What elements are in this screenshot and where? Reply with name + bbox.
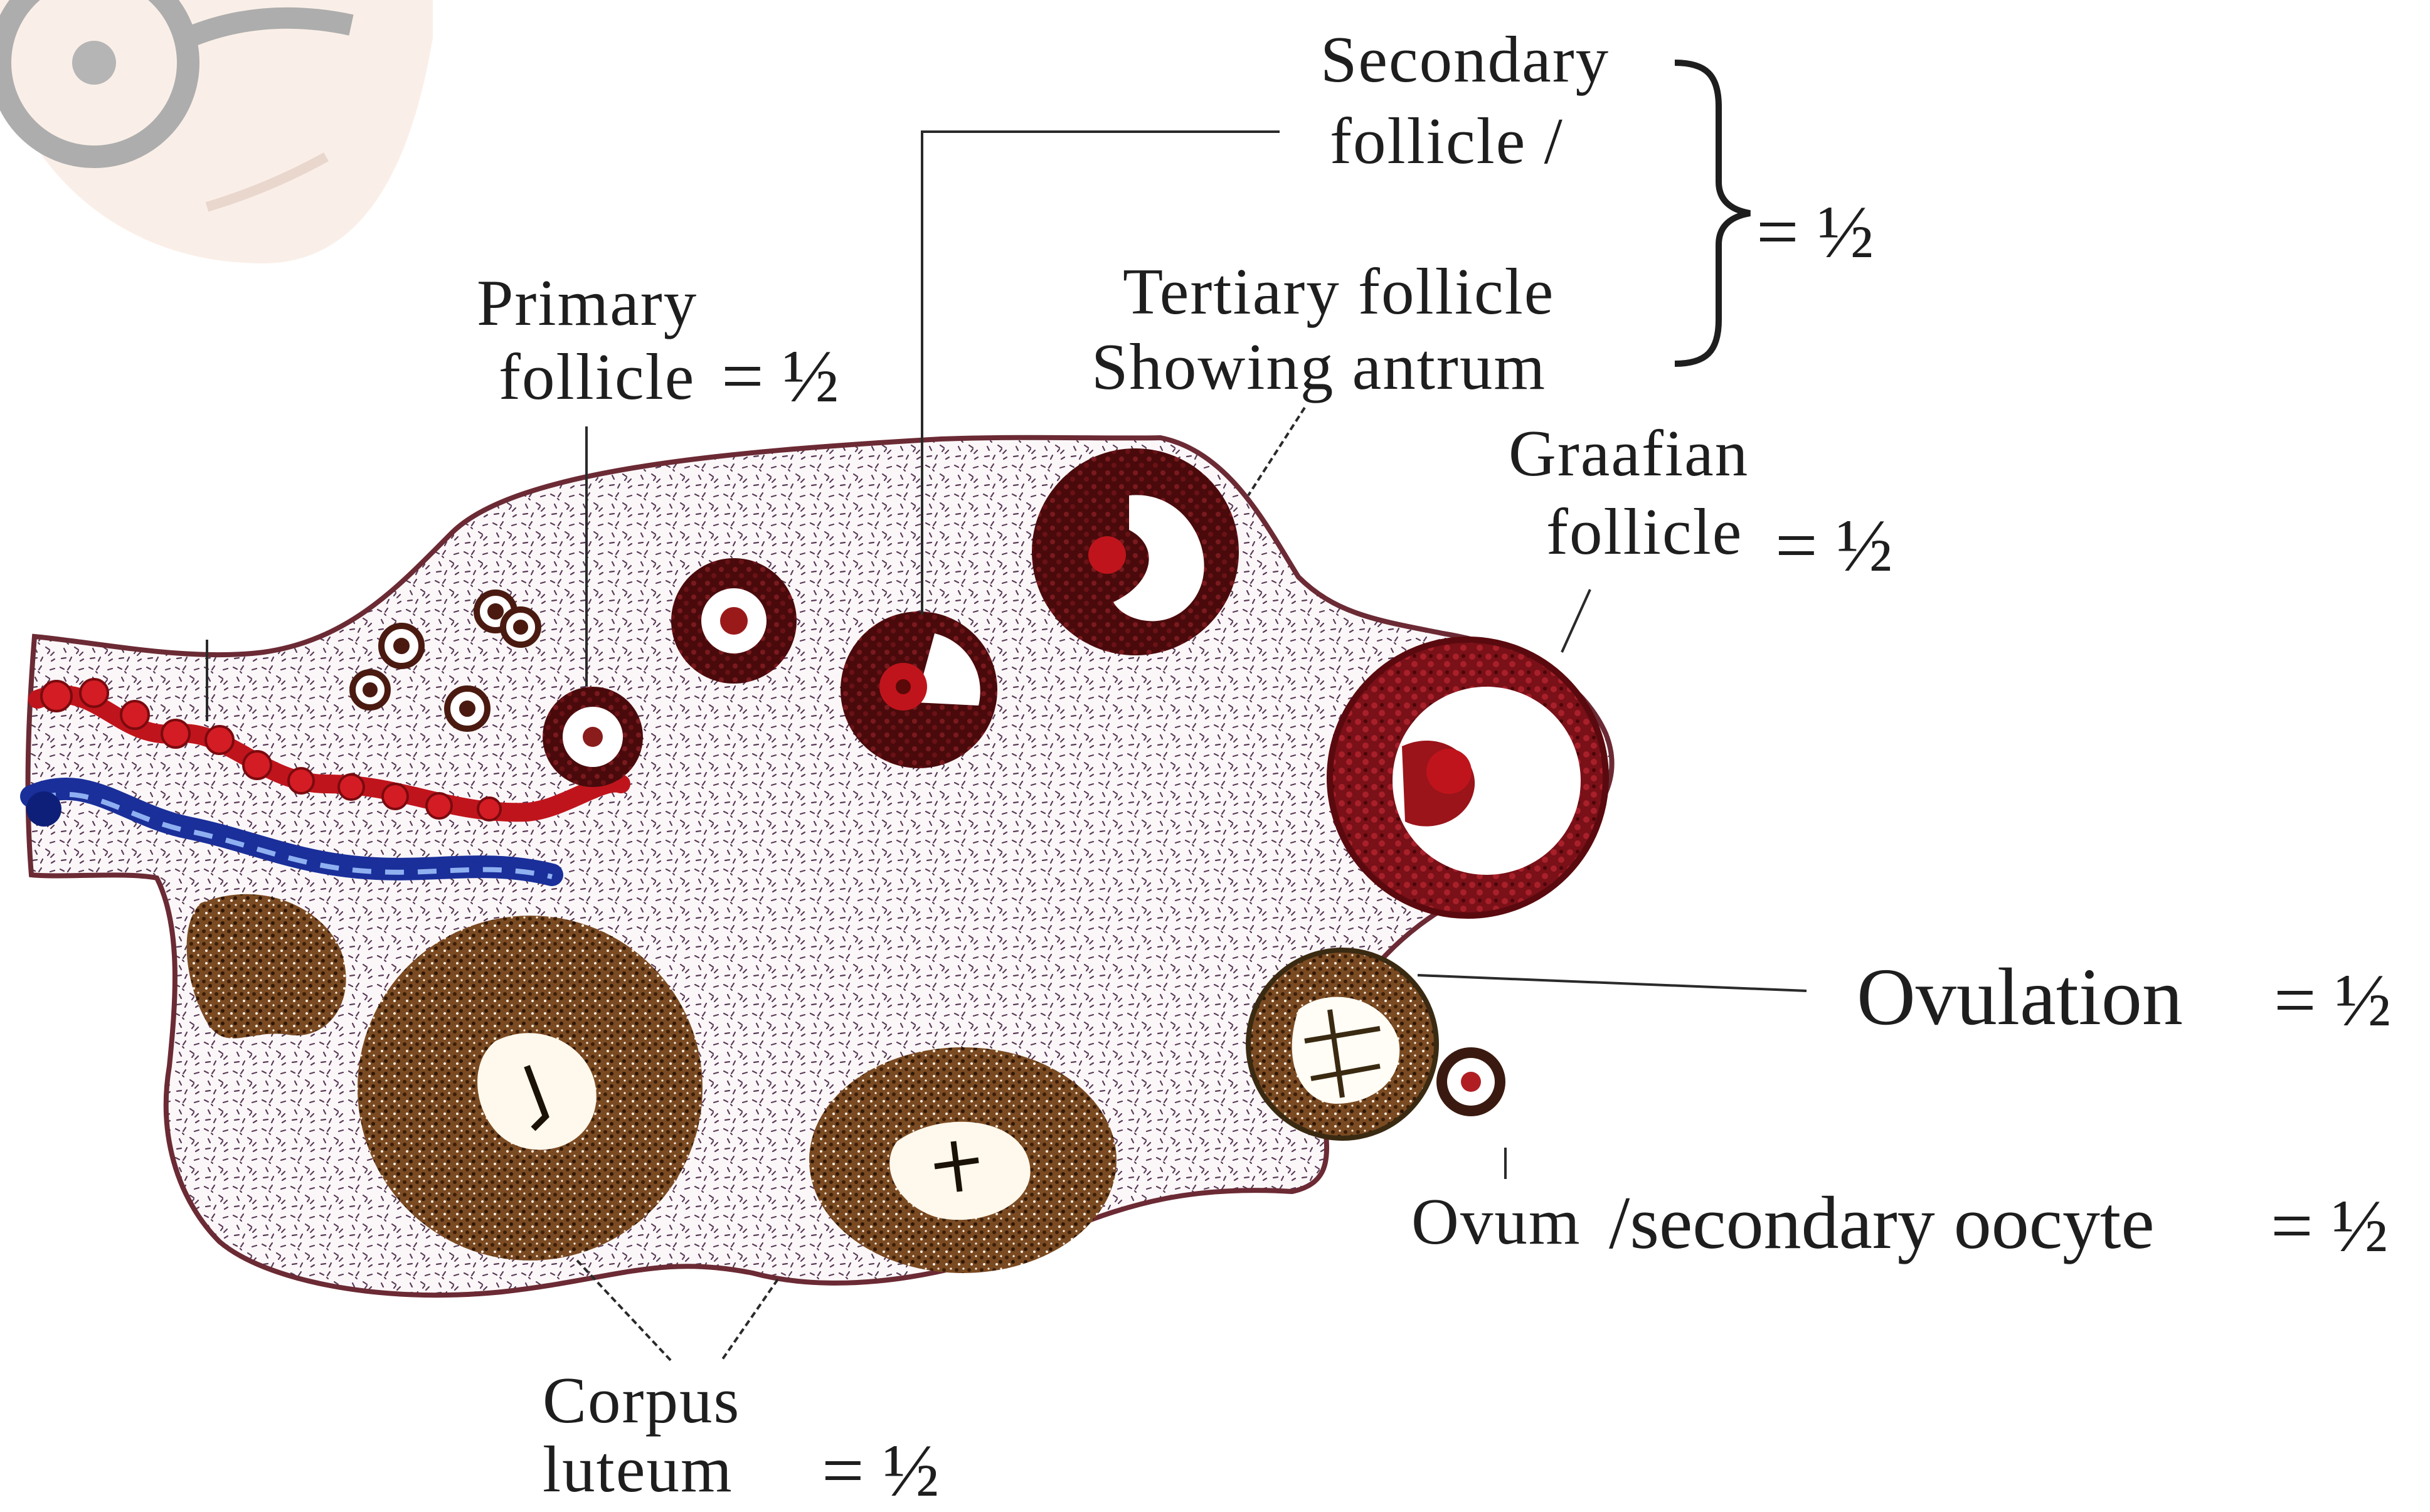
grouping-brace (1675, 63, 1750, 364)
label-brace-mark: = ½ (1756, 194, 1874, 270)
label-tertiary-follicle-line2: Showing antrum (1091, 334, 1546, 399)
label-ovulation: Ovulation (1857, 956, 2183, 1038)
label-tertiary-follicle-line1: Tertiary follicle (1123, 258, 1554, 324)
label-primary-mark: = ½ (721, 339, 839, 414)
label-ovum: Ovum (1411, 1188, 1581, 1254)
label-graafian-mark: = ½ (1775, 508, 1893, 583)
label-secondary-oocyte: /secondary oocyte (1609, 1185, 2155, 1261)
graafian-follicle (1330, 640, 1606, 916)
tertiary-follicle (1032, 448, 1239, 655)
released-ovum (1436, 1047, 1505, 1116)
label-corpus-luteum-line2: luteum (543, 1436, 733, 1502)
ruptured-follicle (1248, 950, 1436, 1138)
label-primary-follicle-line2: follicle (499, 344, 695, 410)
leader-corpus-1 (577, 1261, 671, 1361)
label-primary-follicle-line1: Primary (477, 270, 698, 336)
mascot-illustration (0, 0, 433, 263)
corpus-luteum-2 (809, 1047, 1117, 1273)
label-graafian-follicle-line1: Graafian (1509, 420, 1749, 486)
primary-follicle (543, 687, 643, 787)
leader-ovulation (1418, 975, 1807, 991)
label-secondary-follicle-line1: Secondary (1320, 26, 1610, 92)
label-corpus-luteum-line1: Corpus (543, 1367, 740, 1433)
label-corpus-mark: = ½ (822, 1433, 940, 1508)
leader-graafian (1562, 589, 1590, 652)
label-ovulation-mark: = ½ (2274, 963, 2392, 1038)
growing-follicle (671, 558, 797, 684)
corpus-luteum-1 (358, 916, 703, 1261)
leader-corpus-2 (721, 1279, 778, 1361)
label-secondary-follicle-line2: follicle / (1330, 108, 1564, 174)
label-ovum-mark: = ½ (2271, 1188, 2389, 1264)
leader-tertiary (1248, 408, 1305, 495)
label-graafian-follicle-line2: follicle (1546, 499, 1743, 564)
secondary-follicle (841, 611, 997, 768)
